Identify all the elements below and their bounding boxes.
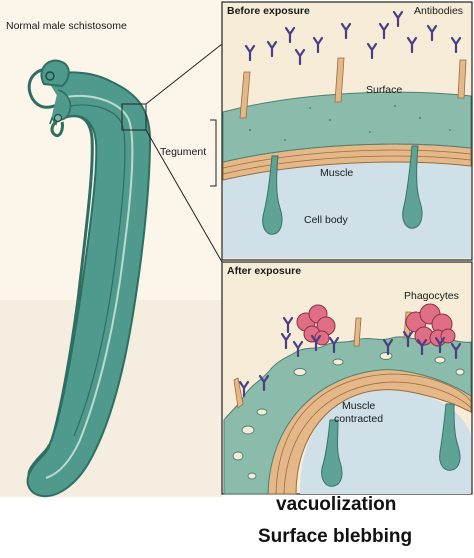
tegument-label: Tegument [160,146,206,158]
cell-body-label: Cell body [304,214,348,226]
muscle-contracted-label-1: Muscle [342,400,375,412]
antibodies-label: Antibodies [414,5,463,17]
surface-label: Surface [366,84,402,96]
caption-surface-blebbing: Surface blebbing [258,526,412,548]
muscle-contracted-label-2: contracted [334,413,383,425]
before-exposure-title: Before exposure [227,5,310,17]
worm-label: Normal male schistosome [6,20,127,32]
muscle-label: Muscle [320,167,353,179]
caption-vacuolization: vacuolization [276,494,396,516]
phagocytes-label: Phagocytes [404,290,459,302]
after-exposure-title: After exposure [227,265,301,277]
